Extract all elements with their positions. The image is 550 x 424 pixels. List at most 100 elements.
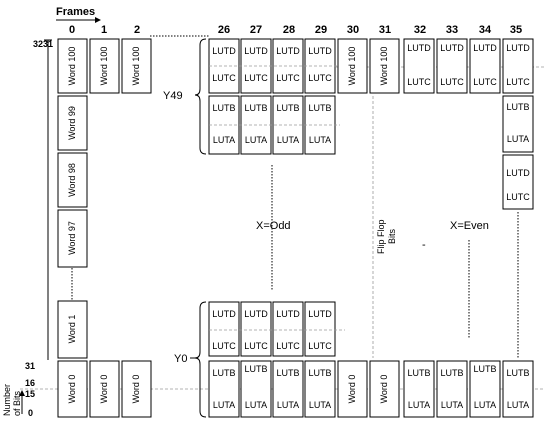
word-100-frame-30-label: Word 100 xyxy=(347,47,357,86)
lut-ba-29-bottom xyxy=(304,360,336,418)
x-odd-label: X=Odd xyxy=(256,220,291,232)
lutc-27-top: LUTC xyxy=(244,73,268,83)
lut-dc-35-top xyxy=(502,38,534,94)
lutb-32-bottom: LUTB xyxy=(407,368,430,378)
word-0-frame-31-label: Word 0 xyxy=(379,375,389,404)
luta-28-bottom: LUTA xyxy=(277,400,299,410)
lutb-35-mid: LUTB xyxy=(506,102,529,112)
word-100-frame-1 xyxy=(89,38,120,94)
frame-header-0: 0 xyxy=(69,24,75,36)
lutd-28-y0: LUTD xyxy=(276,309,300,319)
lutb-28-bottom: LUTB xyxy=(276,368,299,378)
lut-dc-28-y0 xyxy=(272,301,304,357)
lutb-27-bottom: LUTB xyxy=(244,364,267,374)
y0-bracket xyxy=(194,301,207,418)
number-of-bits-line2: of Bits xyxy=(12,390,22,416)
word-1-label: Word 1 xyxy=(67,315,77,344)
word-0-frame-2-label: Word 0 xyxy=(131,375,141,404)
luta-35-bottom: LUTA xyxy=(507,400,529,410)
luta-29-bottom: LUTA xyxy=(309,400,331,410)
luta-26-bottom: LUTA xyxy=(213,400,235,410)
lutc-27-y0: LUTC xyxy=(244,341,268,351)
word-97-block xyxy=(57,209,88,268)
y49-bracket xyxy=(194,38,207,155)
lut-ba-33-bottom xyxy=(436,360,468,418)
x-even-label: X=Even xyxy=(450,220,489,232)
lutd-32-top: LUTD xyxy=(407,43,431,53)
flip-flop-line1: Flip Flop xyxy=(376,219,386,254)
word-0-frame-1-label: Word 0 xyxy=(99,375,109,404)
word-100-frame-2 xyxy=(121,38,152,94)
y0-upper-lut-block: LUTD LUTD LUTD LUTD LUTC LUTC LUTC LUTC xyxy=(208,301,345,357)
frames-arrow-head xyxy=(95,17,101,23)
word-98-label: Word 98 xyxy=(67,163,77,197)
y-tick-0: 0 xyxy=(28,408,33,418)
word-1-block xyxy=(57,300,88,359)
lutd-28-top: LUTD xyxy=(276,46,300,56)
luta-29-top: LUTA xyxy=(309,135,331,145)
lut-dc-35-mid xyxy=(502,154,534,210)
frame-header-29: 29 xyxy=(315,24,327,36)
lutb-26-top: LUTB xyxy=(212,103,235,113)
lutb-26-bottom: LUTB xyxy=(212,368,235,378)
lutd-35-mid: LUTD xyxy=(506,168,530,178)
lutd-26-top: LUTD xyxy=(212,46,236,56)
lut-dc-27-y0 xyxy=(240,301,272,357)
luta-26-top: LUTA xyxy=(213,135,235,145)
lutc-28-top: LUTC xyxy=(276,73,300,83)
word-98-block xyxy=(57,152,88,208)
lutc-29-top: LUTC xyxy=(308,73,332,83)
lutc-34-top: LUTC xyxy=(473,77,497,87)
lutb-33-bottom: LUTB xyxy=(440,368,463,378)
word-100-frame-0-label: Word 100 xyxy=(67,47,77,86)
lutb-28-top: LUTB xyxy=(276,103,299,113)
lut-dc-33-top xyxy=(436,38,468,94)
y-tick-15: 15 xyxy=(25,389,35,399)
frame-header-26: 26 xyxy=(218,24,230,36)
lutd-26-y0: LUTD xyxy=(212,309,236,319)
frame-header-30: 30 xyxy=(347,24,359,36)
frame-headers: 0 1 2 26 27 28 29 30 31 32 33 34 35 xyxy=(69,24,522,36)
lutd-33-top: LUTD xyxy=(440,43,464,53)
luta-28-top: LUTA xyxy=(277,135,299,145)
lut-ba-27-bottom xyxy=(240,360,272,418)
y0-bottom-row: Word 0 Word 0 LUTB LUTB LUTB LUTB LUTB L… xyxy=(208,360,534,418)
word-0-frame-30-label: Word 0 xyxy=(347,375,357,404)
word-100-frame-31-label: Word 100 xyxy=(379,47,389,86)
frame-header-32: 32 xyxy=(414,24,426,36)
luta-32-bottom: LUTA xyxy=(408,400,430,410)
lut-ba-35-mid xyxy=(502,95,534,153)
luta-27-bottom: LUTA xyxy=(245,400,267,410)
lutb-34-bottom: LUTB xyxy=(473,364,496,374)
lut-dc-28-top xyxy=(272,38,304,94)
luta-35-mid: LUTA xyxy=(507,134,529,144)
lut-dc-32-top xyxy=(403,38,435,94)
word-97-label: Word 97 xyxy=(67,221,77,255)
lutc-26-top: LUTC xyxy=(212,73,236,83)
y0-label: Y0 xyxy=(174,353,187,365)
lut-ba-34-bottom xyxy=(469,360,501,418)
even-top-lut-block: LUTD LUTD LUTD LUTC LUTC LUTC xyxy=(403,38,501,94)
frame-header-35: 35 xyxy=(510,24,522,36)
frame-header-28: 28 xyxy=(283,24,295,36)
word-0-frame-30 xyxy=(337,360,368,418)
lut-ba-26-bottom xyxy=(208,360,240,418)
dash-mark: - xyxy=(422,239,426,251)
flip-flop-label: Flip Flop Bits xyxy=(376,219,397,254)
word-0-frame-1 xyxy=(89,360,120,418)
lutd-27-y0: LUTD xyxy=(244,309,268,319)
flip-flop-line2: Bits xyxy=(387,228,397,244)
word-99-block xyxy=(57,95,88,151)
word-0-frame-0-label: Word 0 xyxy=(67,375,77,404)
word-100-frame-0 xyxy=(57,38,88,94)
lut-ba-28-top xyxy=(272,95,304,155)
top-bit-label: 3231 xyxy=(33,39,53,49)
lutd-27-top: LUTD xyxy=(244,46,268,56)
word-100-frame-31 xyxy=(369,38,400,94)
lutc-29-y0: LUTC xyxy=(308,341,332,351)
word-100-frame-2-label: Word 100 xyxy=(131,47,141,86)
luta-27-top: LUTA xyxy=(245,135,267,145)
lutd-35-top: LUTD xyxy=(506,43,530,53)
lutd-29-y0: LUTD xyxy=(308,309,332,319)
